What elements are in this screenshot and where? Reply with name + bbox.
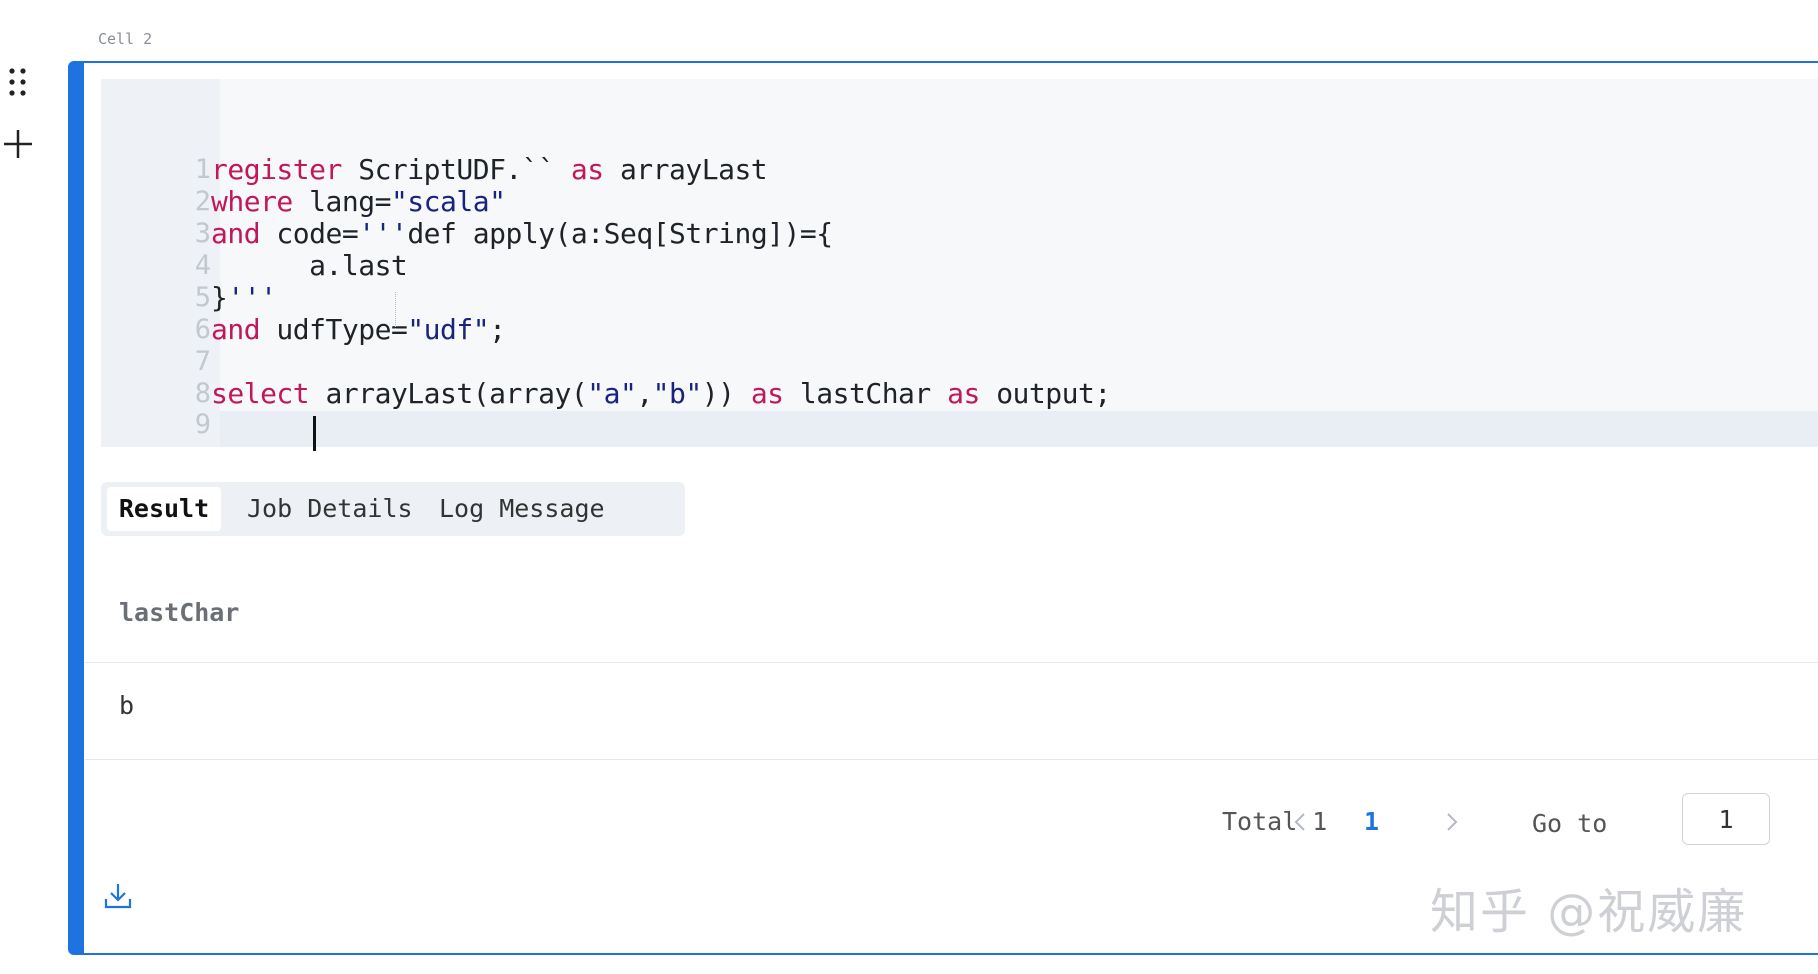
code-token: arrayLast(array( [309,377,588,410]
add-cell-icon[interactable] [2,126,34,162]
watermark: 知乎 @祝威廉 [1430,884,1748,940]
code-token: } [211,281,228,314]
cell-label: Cell 2 [98,30,153,48]
code-text: where lang="scala" [211,183,506,220]
download-icon[interactable] [102,880,134,912]
code-keyword: register [211,153,342,186]
line-number: 4 [194,250,211,281]
code-line[interactable]: 9 [101,406,1801,443]
tab-job-details[interactable]: Job Details [247,494,413,523]
code-text: }''' [211,279,277,316]
code-token: lang= [292,185,391,218]
code-keyword: and [211,313,261,346]
code-string: ''' [358,217,408,250]
code-string: ''' [227,281,277,314]
code-token: lastChar [783,377,948,410]
code-string: "udf" [407,313,490,346]
code-token: arrayLast [603,153,768,186]
indent-guide [395,292,396,329]
code-token: output; [979,377,1111,410]
tab-result[interactable]: Result [107,487,221,531]
line-number: 5 [194,282,211,313]
code-keyword: and [211,217,261,250]
line-number: 1 [194,154,211,185]
page-number-current[interactable]: 1 [1364,807,1380,836]
code-text: select arrayLast(array("a","b")) as last… [211,375,1111,412]
code-line[interactable]: 7 [101,343,1801,380]
line-number: 8 [194,378,211,409]
code-line[interactable]: 5}''' [101,279,1801,316]
code-text: and udfType="udf"; [211,311,506,348]
active-line-highlight [220,411,1818,447]
code-string: "b" [652,377,703,410]
code-token: ScriptUDF.`` [341,153,571,186]
code-token: , [636,377,653,410]
code-token: def apply(a:Seq[String])={ [407,217,833,250]
code-text: a.last [211,247,408,284]
result-tabs: Result Job Details Log Message [101,482,685,536]
table-row: b [85,663,1818,760]
code-keyword: select [211,377,310,410]
line-number-gutter [101,79,220,447]
table-cell: b [119,691,135,720]
code-token: code= [260,217,359,250]
code-token: a.last [211,249,408,282]
table-header: lastChar [85,566,1818,663]
code-token: )) [701,377,751,410]
chevron-right-icon[interactable] [1440,806,1464,838]
code-token: udfType= [260,313,408,346]
goto-label: Go to [1532,809,1608,838]
chevron-left-icon[interactable] [1288,806,1312,838]
line-number: 9 [194,409,211,440]
code-token: ; [489,313,506,346]
column-header-lastchar: lastChar [119,598,240,627]
drag-handle-icon[interactable] [6,66,30,106]
code-keyword: as [750,377,784,410]
code-string: "scala" [390,185,506,218]
line-number: 3 [194,218,211,249]
goto-page-input[interactable] [1682,793,1770,845]
code-keyword: as [947,377,980,410]
pagination-total: Total 1 [1222,807,1328,836]
code-keyword: as [570,153,604,186]
line-number: 7 [194,346,211,377]
code-text: and code='''def apply(a:Seq[String])={ [211,215,833,252]
line-number: 2 [194,186,211,217]
tab-log-message[interactable]: Log Message [439,494,605,523]
code-string: "a" [587,377,637,410]
line-number: 6 [194,314,211,345]
code-keyword: where [211,185,293,218]
text-cursor [313,416,316,451]
code-text: register ScriptUDF.`` as arrayLast [211,151,768,188]
code-line[interactable]: 4 a.last [101,247,1801,284]
